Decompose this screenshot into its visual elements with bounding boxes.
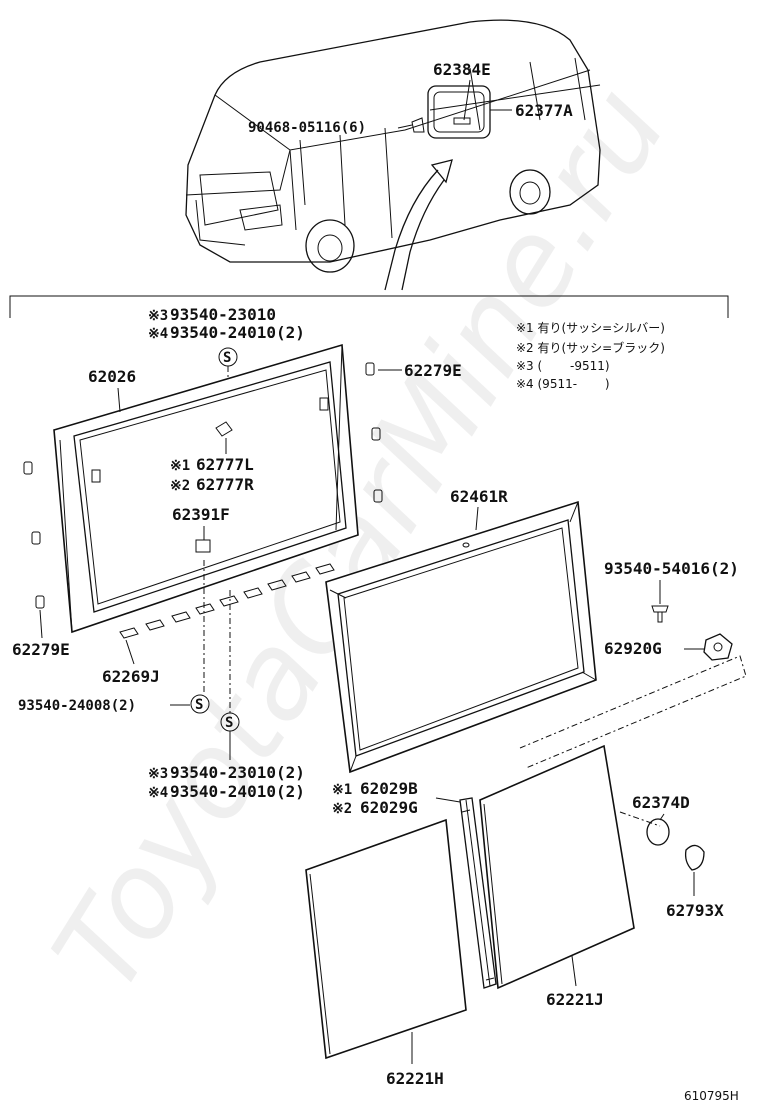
label-90468-05116: 90468-05116(6) <box>248 120 366 136</box>
label-93540-23010-top: 93540-23010 <box>170 305 276 324</box>
label-62391F: 62391F <box>172 505 230 524</box>
mark-1-b: ※1 <box>332 782 352 798</box>
legend: ※1 有り(サッシ=シルバー) ※2 有り(サッシ=ブラック) ※3 ( -95… <box>516 321 665 391</box>
clip-icon <box>215 421 233 437</box>
screw-icon <box>190 694 210 714</box>
outer-frame-62026 <box>53 343 359 634</box>
mark-3-bottom: ※3 <box>148 766 168 782</box>
clips-62279E <box>23 362 383 609</box>
label-62221J: 62221J <box>546 990 604 1009</box>
label-62279E-right: 62279E <box>404 361 462 380</box>
label-62029G: 62029G <box>360 798 418 817</box>
screw-mark: S <box>225 715 233 731</box>
group-bracket <box>9 295 729 318</box>
mark-4-top: ※4 <box>148 326 168 342</box>
latch-icon <box>703 633 733 661</box>
label-62026: 62026 <box>88 367 136 386</box>
label-62793X: 62793X <box>666 901 724 920</box>
legend-note-3: ※3 ( -9511) <box>516 359 610 373</box>
label-62920G: 62920G <box>604 639 662 658</box>
bolt-icon <box>651 605 669 623</box>
legend-note-1: ※1 有り(サッシ=シルバー) <box>516 321 665 335</box>
mark-4-bottom: ※4 <box>148 785 168 801</box>
label-62777L: 62777L <box>196 455 254 474</box>
mark-2-b: ※2 <box>332 801 352 817</box>
glass-62221H <box>305 818 467 1060</box>
mark-3-top: ※3 <box>148 308 168 324</box>
clip-icon <box>91 469 101 483</box>
clip-icon <box>319 397 329 411</box>
label-62384E: 62384E <box>433 60 491 79</box>
pads-62269J <box>119 563 335 639</box>
van-illustration <box>185 19 601 291</box>
block-icon <box>195 539 211 553</box>
label-93540-24010-bottom: 93540-24010(2) <box>170 782 305 801</box>
label-93540-54016: 93540-54016(2) <box>604 559 739 578</box>
label-62269J: 62269J <box>102 667 160 686</box>
label-62461R: 62461R <box>450 487 508 506</box>
label-93540-23010-bottom: 93540-23010(2) <box>170 763 305 782</box>
mark-1: ※1 <box>170 458 190 474</box>
glass-62221J <box>479 744 635 990</box>
screw-mark: S <box>223 350 231 366</box>
sash-frame-62461R <box>325 500 597 774</box>
screw-mark: S <box>195 697 203 713</box>
knob-icon <box>646 818 670 846</box>
label-62029B: 62029B <box>360 779 418 798</box>
legend-note-2: ※2 有り(サッシ=ブラック) <box>516 340 665 355</box>
label-93540-24008: 93540-24008(2) <box>18 698 136 714</box>
label-62374D: 62374D <box>632 793 690 812</box>
legend-note-4: ※4 (9511- ) <box>516 377 610 391</box>
cap-icon <box>684 844 705 871</box>
label-62377A: 62377A <box>515 101 573 120</box>
label-62279E-left: 62279E <box>12 640 70 659</box>
label-62777R: 62777R <box>196 475 254 494</box>
mark-2: ※2 <box>170 478 190 494</box>
label-62221H: 62221H <box>386 1069 444 1088</box>
label-93540-24010-top: 93540-24010(2) <box>170 323 305 342</box>
center-rail-62029 <box>459 797 497 989</box>
diagram-code: 610795H <box>684 1089 739 1103</box>
